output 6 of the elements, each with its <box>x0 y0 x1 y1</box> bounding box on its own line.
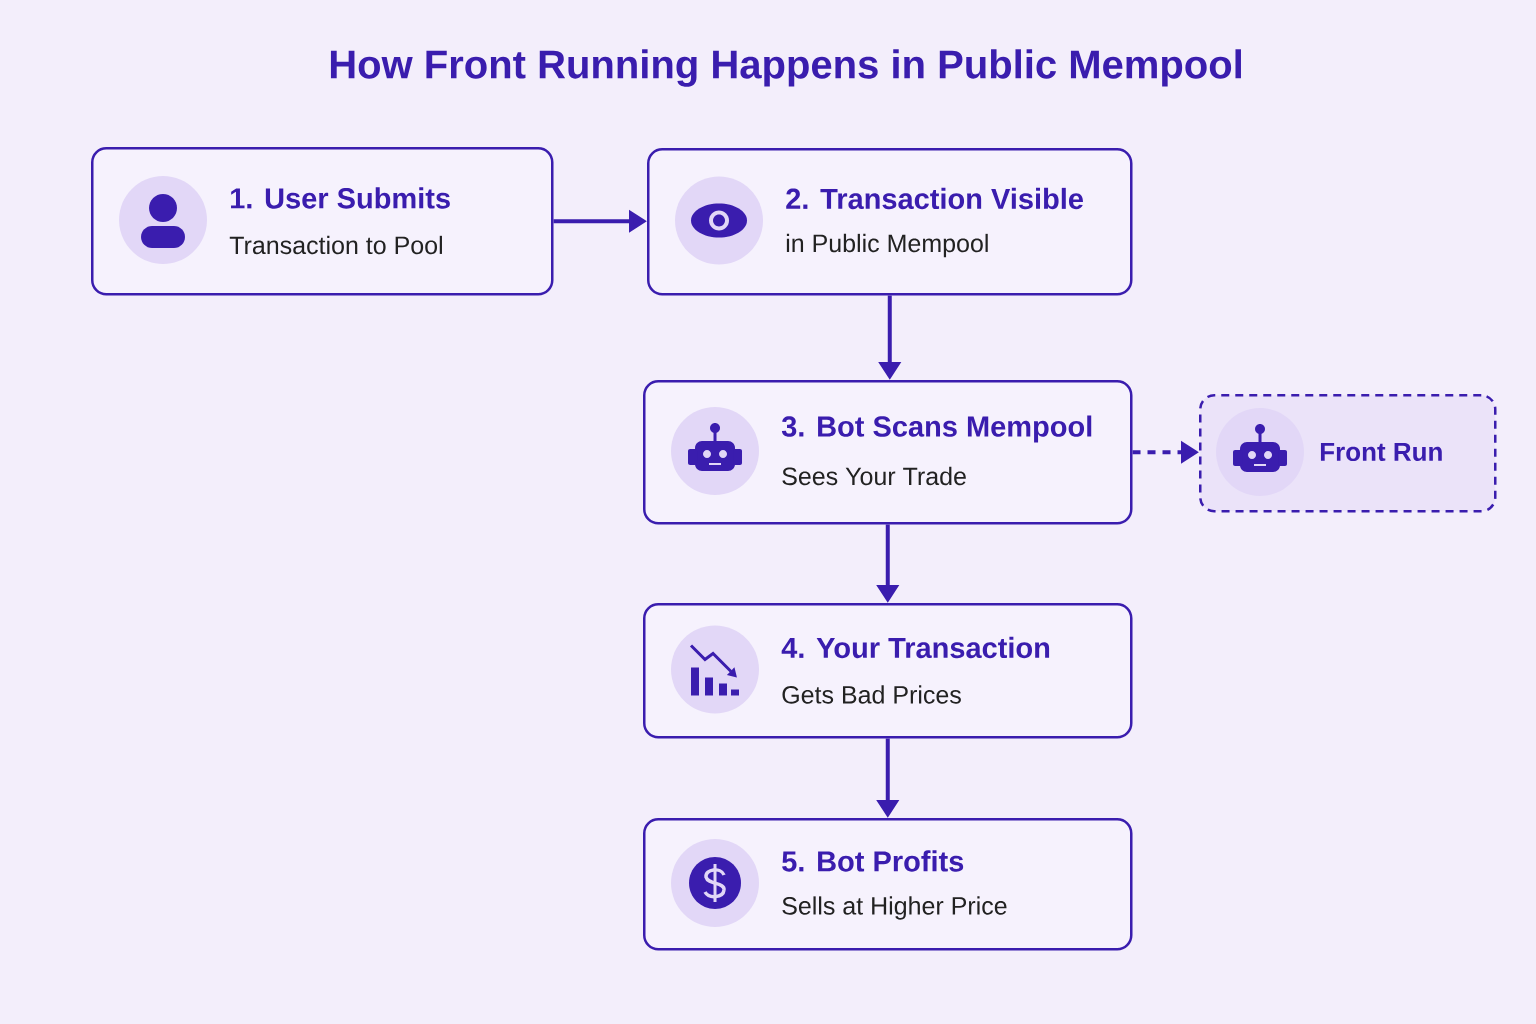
step-box: 4. Your Transaction Gets Bad Prices <box>643 603 1133 739</box>
step-box: 1. User Submits Transaction to Pool <box>91 147 554 296</box>
step-box: 3. Bot Scans Mempool Sees Your Trade <box>643 380 1133 525</box>
step-box: 2. Transaction Visible in Public Mempool <box>647 148 1133 296</box>
title: How Front Running Happens in Public Mempool <box>330 49 1241 87</box>
step-box: 5. Bot Profits Sells at Higher Price <box>643 818 1133 951</box>
